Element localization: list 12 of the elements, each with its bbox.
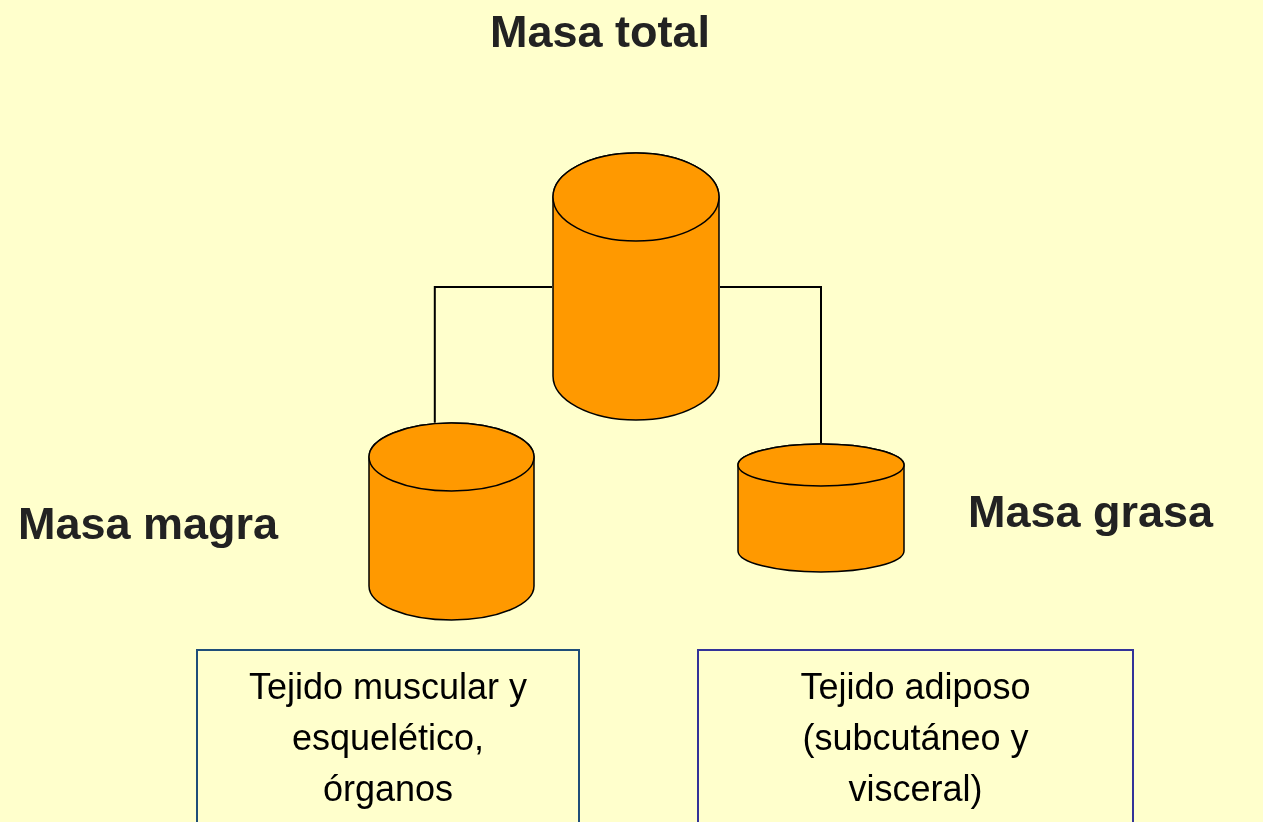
box-text: Tejido adiposo (subcutáneo y visceral) xyxy=(799,665,1032,811)
cylinder-shape xyxy=(737,443,905,574)
node-label: Masa grasa xyxy=(968,486,1214,538)
cylinder-shape xyxy=(368,422,535,622)
text-box xyxy=(697,649,1134,822)
connector-line xyxy=(433,286,553,424)
connector-line xyxy=(719,286,822,444)
title: Masa total xyxy=(488,6,712,58)
box-text: Tejido muscular y esquelético, órganos xyxy=(247,665,529,811)
text-box xyxy=(196,649,580,822)
cylinder-shape xyxy=(552,152,720,422)
node-label: Masa magra xyxy=(18,498,279,550)
